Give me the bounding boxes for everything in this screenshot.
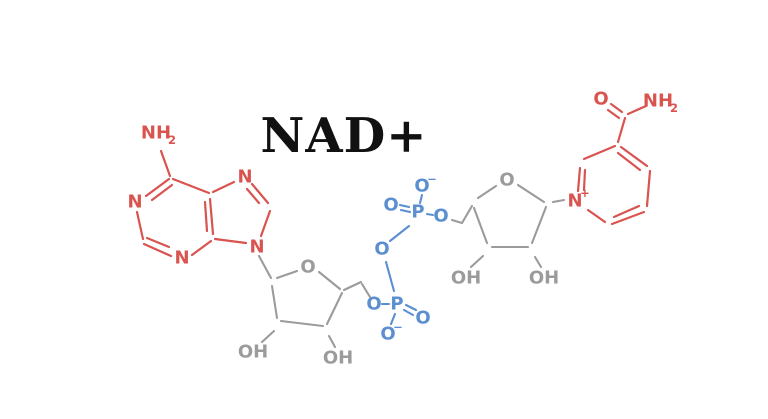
- phosphate-bottom-double-o-label: O: [415, 308, 430, 329]
- adenine-n7-label: N: [237, 167, 252, 188]
- ribose-right-ring-o-label: O: [499, 170, 514, 191]
- ribose-right-oh-label-2: OH: [529, 268, 559, 289]
- adenine-labels: NH 2 N N N N: [127, 123, 264, 269]
- nicotinamide-bonds: [576, 102, 652, 226]
- phosphate-bridge-o-label: O: [374, 239, 389, 260]
- nicotinamide-amide-nh2-label: NH: [643, 91, 673, 112]
- adenine-n9-label: N: [249, 237, 264, 258]
- phosphate-bottom-o-minus-label: O: [380, 324, 395, 345]
- ribose-left-ring-o-label: O: [300, 257, 315, 278]
- ribose-left-oh-label: OH: [238, 342, 268, 363]
- adenine-nh2-subscript: 2: [168, 133, 176, 147]
- adenine-bonds: [135, 149, 272, 258]
- phosphate-bottom-minus-charge: −: [393, 320, 403, 334]
- phosphate-top-ester-o-label: O: [433, 206, 448, 227]
- phosphate-top-p-label: P: [411, 202, 424, 223]
- phosphate-bonds: [380, 193, 435, 326]
- ribose-left-oh-label-2: OH: [323, 348, 353, 369]
- phosphate-labels: O P O O − O P O − O O: [366, 172, 448, 345]
- adenine-n3-label: N: [174, 248, 189, 269]
- phosphate-top-o-minus-label: O: [414, 176, 429, 197]
- adenine-n1-label: N: [127, 192, 142, 213]
- phosphate-top-minus-charge: −: [427, 172, 437, 186]
- ribose-left-labels: O OH OH: [238, 257, 353, 369]
- page-title: NAD+: [261, 108, 428, 164]
- nicotinamide-n-label: N: [567, 191, 582, 212]
- phosphate-bottom-p-label: P: [390, 294, 403, 315]
- phosphate-top-double-o-label: O: [383, 195, 398, 216]
- nicotinamide-plus-charge: +: [580, 186, 590, 200]
- ribose-right-oh-label: OH: [451, 268, 481, 289]
- nicotinamide-labels: N + O NH 2: [567, 89, 678, 212]
- nicotinamide-amide-o-label: O: [593, 89, 608, 110]
- ribose-bonds: [257, 183, 566, 349]
- ribose-right-labels: O OH OH: [451, 170, 559, 289]
- adenine-nh2-label: NH: [141, 123, 171, 144]
- phosphate-bottom-ester-o-label: O: [366, 294, 381, 315]
- nicotinamide-amide-nh2-subscript: 2: [670, 101, 678, 115]
